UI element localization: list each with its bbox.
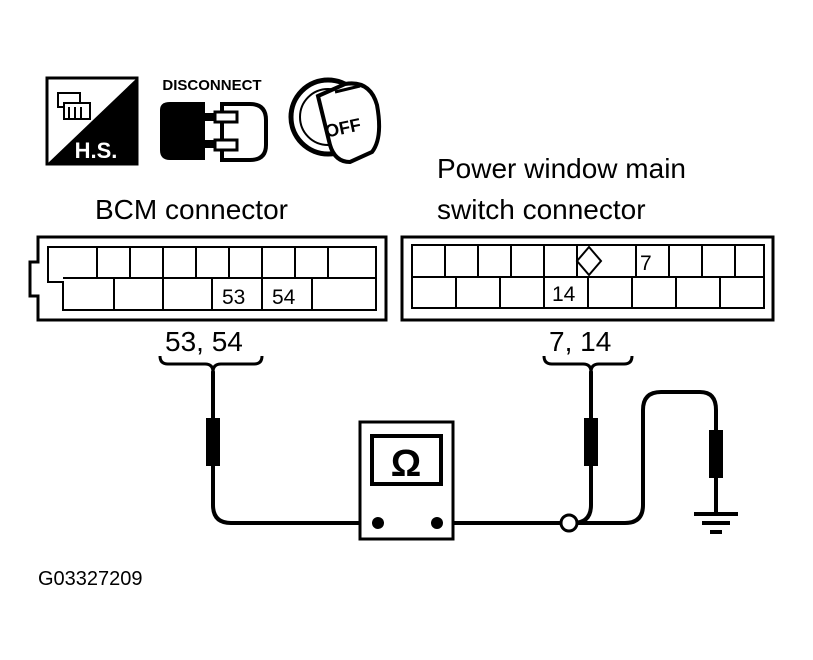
pw-probe-label: 7, 14	[549, 326, 611, 357]
disconnect-label: DISCONNECT	[162, 77, 261, 94]
bcm-connector-title: BCM connector	[95, 194, 288, 225]
pw-switch-title-line2: switch connector	[437, 194, 646, 225]
bcm-connector	[28, 235, 388, 322]
pw-pin-7: 7	[640, 252, 652, 275]
pw-probe-brace	[542, 355, 634, 373]
ohmmeter-icon: Ω	[358, 420, 455, 541]
ohm-symbol: Ω	[391, 443, 421, 485]
bcm-probe-brace	[158, 355, 264, 373]
junction-point	[559, 513, 579, 533]
bcm-probe-label: 53, 54	[165, 326, 243, 357]
pw-probe-tip	[584, 418, 598, 466]
ignition-key-off-icon: OFF	[288, 77, 382, 165]
pw-pin-14: 14	[552, 283, 576, 306]
harness-side-label: H.S.	[75, 138, 118, 163]
connector-key-marker	[575, 245, 603, 277]
ground-probe-tip	[709, 430, 723, 478]
ground-icon	[694, 512, 738, 534]
test-leads	[211, 370, 718, 525]
disconnect-connector-icon: DISCONNECT	[160, 77, 268, 162]
bcm-probe-tip	[206, 418, 220, 466]
connector-harness-side-icon: H.S.	[45, 76, 139, 166]
pw-switch-title-line1: Power window main	[437, 153, 686, 184]
bcm-pin-54: 54	[272, 286, 296, 309]
figure-id: G03327209	[38, 568, 143, 590]
bcm-pin-53: 53	[222, 286, 245, 309]
pw-switch-connector	[400, 235, 775, 322]
